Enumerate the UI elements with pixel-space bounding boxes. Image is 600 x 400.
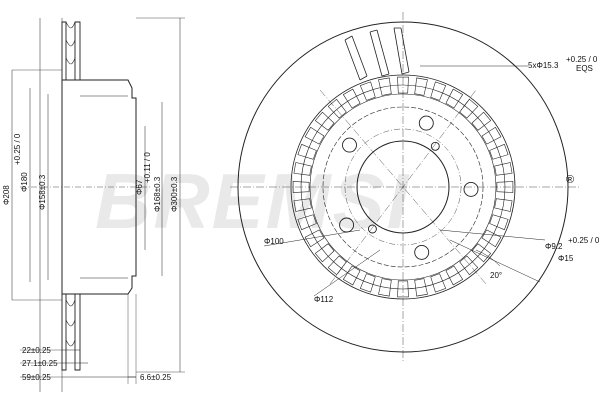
vent-slot: [496, 181, 514, 193]
vent-slot: [445, 88, 464, 109]
dim-d180-tol: +0.25 / 0: [13, 133, 22, 165]
locating-hole: [430, 141, 440, 151]
bolt-hole: [414, 244, 430, 260]
side-view: [11, 17, 185, 392]
vent-slot: [293, 162, 312, 176]
vent-slot: [459, 255, 479, 276]
vent-slot: [414, 77, 428, 96]
vent-slot: [397, 76, 409, 94]
vent-slot: [430, 273, 447, 293]
side-view-vertical-labels: Φ208 Φ180 +0.25 / 0 Φ158±0.3 Φ67 +0.11 /…: [2, 133, 179, 212]
brand-watermark: BREMSI ®: [95, 157, 574, 245]
vent-slot: [292, 181, 310, 193]
vent-slot: [471, 111, 492, 131]
registered-mark: ®: [566, 174, 574, 186]
dim-d158: Φ158±0.3: [38, 174, 47, 210]
vent-slot: [471, 243, 492, 263]
front-view-labels: 5xΦ15.3 +0.25 / 0 EQS Φ100 Φ112 Φ9.2 +0.…: [264, 55, 600, 304]
locating-hole: [367, 224, 377, 234]
dim-d300: Φ300±0.3: [170, 176, 179, 212]
dim-d180: Φ180: [20, 172, 29, 192]
side-view-horizontal-labels: 22±0.25 27.1±0.25 59±0.25 6.6±0.25: [22, 346, 172, 382]
brand-watermark-text: BREMSI: [95, 157, 410, 245]
label-bolt-holes: 5xΦ15.3: [528, 61, 559, 70]
bolt-hole: [418, 115, 434, 131]
vent-slot: [297, 214, 317, 231]
vent-slot: [489, 214, 509, 231]
vent-slot: [297, 143, 317, 160]
vent-slot: [378, 77, 392, 96]
dim-d208: Φ208: [2, 185, 11, 205]
label-bolt-holes-tol: +0.25 / 0: [566, 55, 598, 64]
vent-slot: [359, 81, 376, 101]
label-d112: Φ112: [314, 295, 334, 304]
dim-22: 22±0.25: [22, 346, 51, 355]
label-d9-2-tol: +0.25 / 0: [568, 236, 600, 245]
bolt-hole: [342, 137, 357, 153]
vent-slot: [459, 98, 479, 119]
dim-d168: Φ168±0.3: [153, 176, 162, 212]
vent-slot: [397, 280, 409, 298]
vent-slot: [481, 229, 502, 248]
dim-59: 59±0.25: [22, 373, 51, 382]
label-d15: Φ15: [558, 254, 574, 263]
vent-slot: [304, 229, 325, 248]
vent-slot: [304, 126, 325, 145]
vent-slot: [378, 278, 392, 297]
vent-slot: [314, 243, 335, 263]
vent-slot: [445, 265, 464, 286]
vent-slot: [327, 255, 347, 276]
vent-slot: [327, 98, 347, 119]
vent-slot: [342, 88, 361, 109]
label-angle: 20°: [490, 271, 502, 280]
dim-27-1: 27.1±0.25: [22, 359, 58, 368]
label-d100: Φ100: [264, 237, 284, 246]
vent-slot: [481, 126, 502, 145]
label-d9-2: Φ9.2: [545, 242, 563, 251]
vent-slot: [494, 162, 513, 176]
vent-slot: [314, 111, 335, 131]
dim-d67-tol: +0.11 / 0: [143, 152, 152, 183]
bolt-hole: [463, 181, 479, 197]
vent-slot: [430, 81, 447, 101]
vent-slot: [293, 198, 312, 212]
dim-d67: Φ67: [135, 179, 144, 195]
dim-6-6: 6.6±0.25: [140, 373, 172, 382]
vent-slot: [359, 273, 376, 293]
vent-slot: [494, 198, 513, 212]
label-eqs: EQS: [576, 64, 593, 73]
vent-slot: [414, 278, 428, 297]
vent-slot: [489, 143, 509, 160]
front-view: [230, 12, 580, 362]
